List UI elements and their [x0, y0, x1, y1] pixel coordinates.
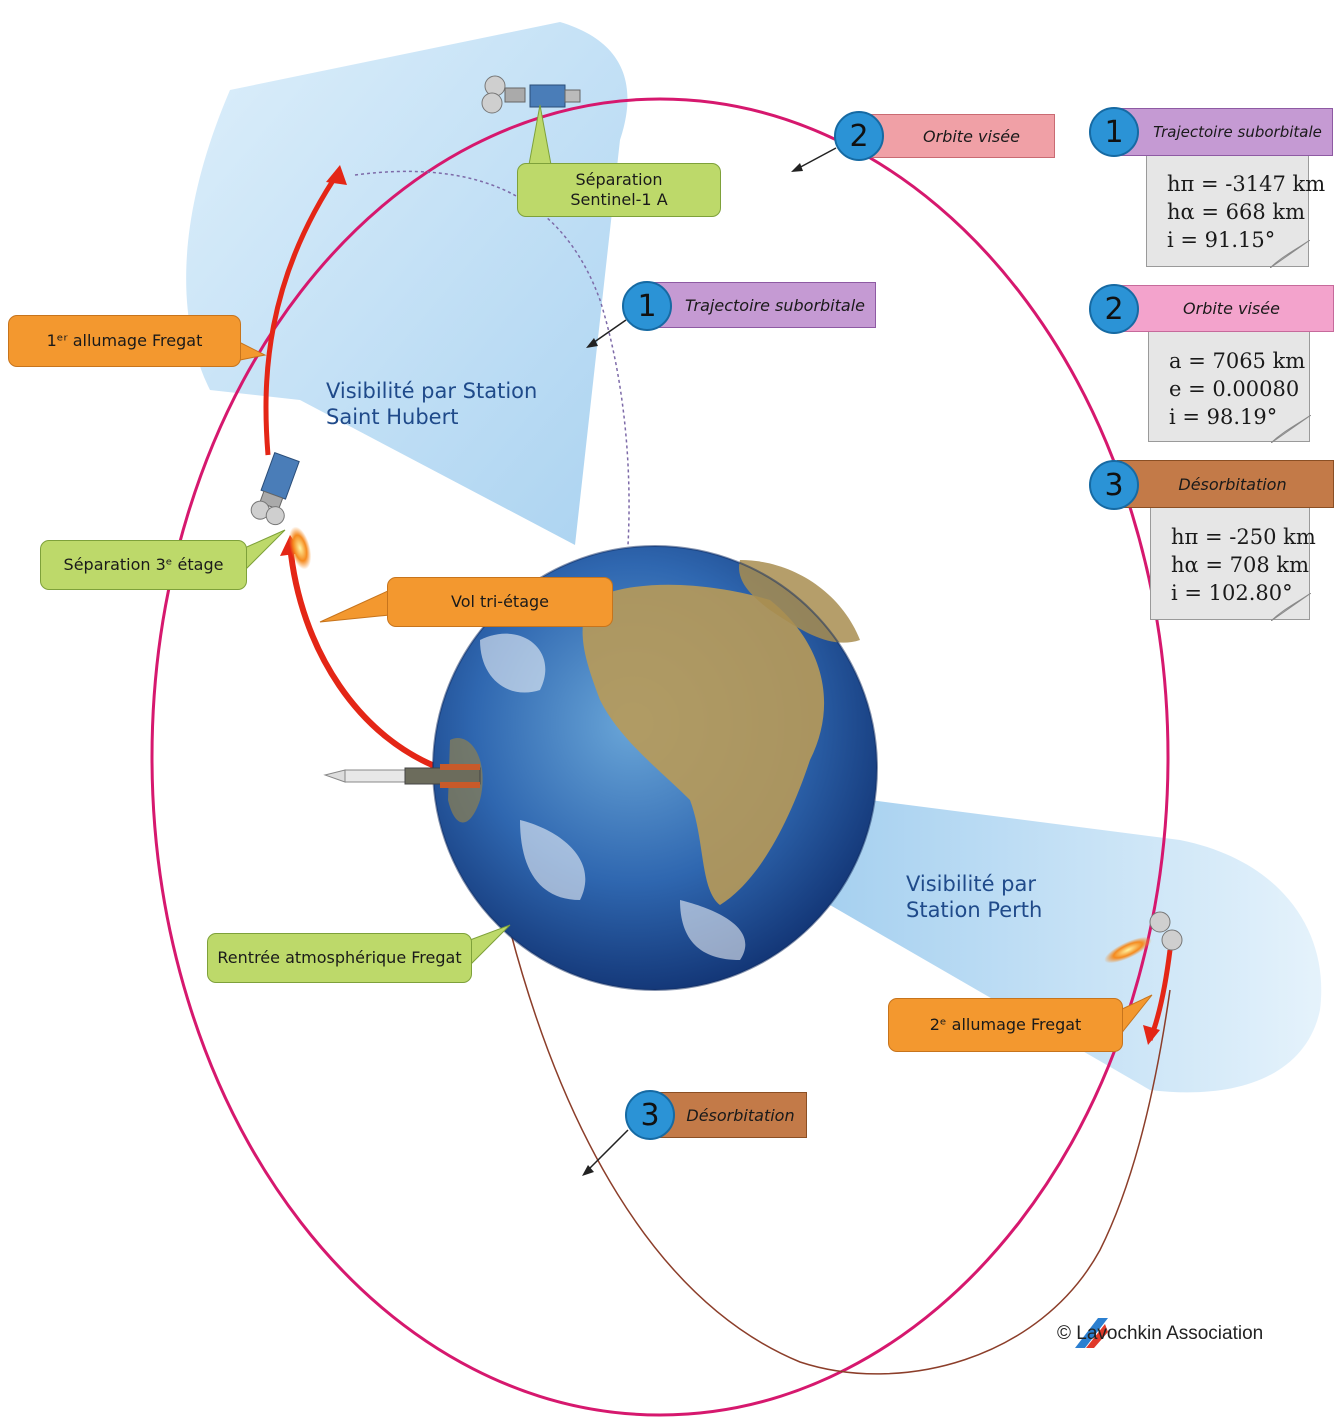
- legend-number-2: 2: [1089, 284, 1139, 334]
- legend-title-text: Trajectoire suborbitale: [1153, 123, 1322, 141]
- diagram-number-2: 2: [834, 111, 884, 161]
- first-burn-callout: 1ᵉʳ allumage Fregat: [8, 315, 241, 367]
- separation-sentinel-callout: Séparation Sentinel-1 A: [517, 163, 721, 217]
- visibility-cone-saint-hubert: [186, 22, 628, 545]
- engine-flame-icon: [1104, 936, 1152, 964]
- legend-title-target-orbit: Orbite visée: [1115, 285, 1334, 332]
- engine-flame-icon: [288, 526, 312, 570]
- legend-sheet-suborbital: hπ = -3147 km hα = 668 km i = 91.15°: [1146, 155, 1326, 268]
- ascent-arrow-lower: [287, 544, 447, 773]
- leader-arrow: [589, 319, 627, 346]
- diagram-number-1: 1: [622, 281, 672, 331]
- callout-pointer: [469, 924, 511, 967]
- visibility-perth-line1: Visibilité par: [906, 872, 1037, 896]
- legend-line: i = 91.15°: [1167, 228, 1276, 252]
- visibility-perth-label: Visibilité par Station Perth: [906, 871, 1042, 924]
- lavochkin-logo-icon: [1075, 1318, 1108, 1348]
- visibility-saint-hubert-line1: Visibilité par Station: [326, 379, 538, 403]
- visibility-saint-hubert-label: Visibilité par Station Saint Hubert: [326, 378, 537, 431]
- spacecraft-stage-separation-icon: [250, 452, 300, 526]
- ascent-arrow-upper: [263, 168, 343, 456]
- diagram-number-3: 3: [625, 1090, 675, 1140]
- legend-title-text: Désorbitation: [1178, 474, 1287, 494]
- target-orbit: [150, 97, 1170, 1417]
- second-burn-arrowhead: [1143, 1025, 1160, 1045]
- legend-line: hα = 668 km: [1167, 200, 1306, 224]
- second-burn-callout: 2ᵉ allumage Fregat: [888, 998, 1123, 1052]
- legend-line: a = 7065 km: [1169, 349, 1306, 373]
- rocket-icon: [323, 764, 481, 788]
- earth-globe: [432, 545, 878, 991]
- legend-title-text: Orbite visée: [1183, 299, 1280, 318]
- leader-arrow: [585, 1129, 629, 1173]
- legend-line: hπ = -250 km: [1171, 525, 1316, 549]
- separation-sentinel-line1: Séparation: [575, 170, 663, 189]
- visibility-perth-line2: Station Perth: [906, 898, 1043, 923]
- legend-line: e = 0.00080: [1169, 377, 1300, 401]
- copyright-text: © Lavochkin Association: [1057, 1323, 1264, 1344]
- separation-sentinel-line2: Sentinel-1 A: [570, 190, 668, 209]
- ascent-arrowhead-upper: [326, 165, 347, 185]
- separation-third-stage-callout: Séparation 3ᵉ étage: [40, 540, 247, 590]
- callout-pointer: [319, 589, 391, 623]
- reentry-callout: Rentrée atmosphérique Fregat: [207, 933, 472, 983]
- legend-title-suborbital: Trajectoire suborbitale: [1120, 108, 1333, 156]
- legend-line: hπ = -3147 km: [1167, 172, 1326, 196]
- legend-sheet-target-orbit: a = 7065 km e = 0.00080 i = 98.19°: [1148, 330, 1311, 443]
- legend-line: i = 98.19°: [1169, 405, 1278, 429]
- diagram-tag-target-orbit: Orbite visée: [858, 114, 1055, 158]
- legend-line: i = 102.80°: [1171, 581, 1293, 605]
- visibility-saint-hubert-line2: Saint Hubert: [326, 405, 459, 430]
- deorbit-trajectory: [509, 929, 1171, 1375]
- diagram-tag-text: Désorbitation: [686, 1105, 795, 1125]
- diagram-tag-text: Orbite visée: [923, 126, 1020, 146]
- legend-number-3: 3: [1089, 460, 1139, 510]
- diagram-tag-text: Trajectoire suborbitale: [685, 295, 865, 315]
- legend-number-1: 1: [1089, 107, 1139, 157]
- legend-line: hα = 708 km: [1171, 553, 1310, 577]
- diagram-tag-deorbit: Désorbitation: [650, 1092, 807, 1138]
- legend-sheet-deorbit: hπ = -250 km hα = 708 km i = 102.80°: [1150, 506, 1316, 621]
- spacecraft-separation-icon: [481, 75, 581, 114]
- leader-arrow: [794, 147, 837, 171]
- vol-tri-etage-callout: Vol tri-étage: [387, 577, 613, 627]
- spacecraft-second-burn-icon: [1149, 911, 1183, 951]
- diagram-tag-suborbital: Trajectoire suborbitale: [648, 282, 876, 328]
- visibility-cone-perth: [830, 800, 1322, 1093]
- legend-title-deorbit: Désorbitation: [1117, 460, 1334, 508]
